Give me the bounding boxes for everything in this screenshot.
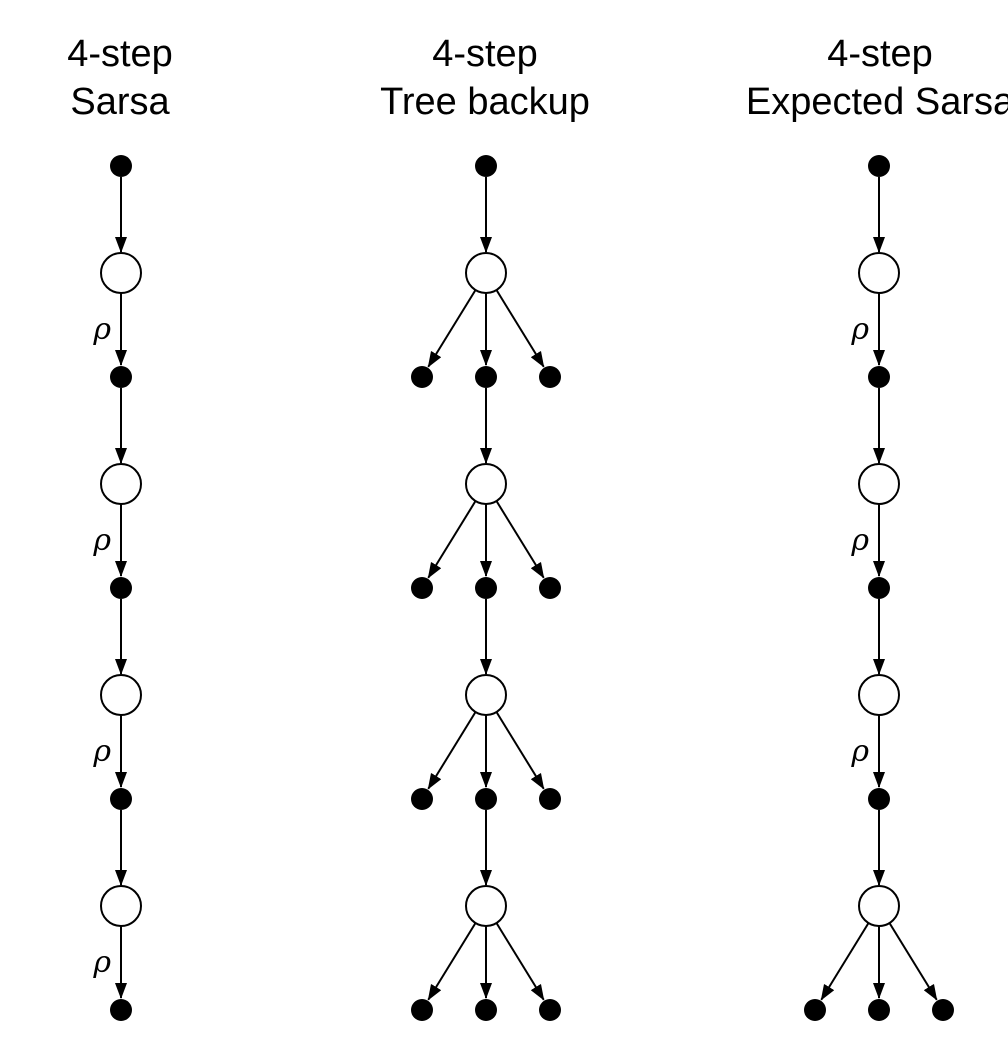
expected-sarsa-state-node-1 — [858, 252, 900, 294]
sarsa-state-node-1 — [100, 252, 142, 294]
column-title-expected-sarsa-line2: Expected Sarsa — [745, 81, 1008, 123]
sarsa-rho-label-2: ρ — [92, 523, 111, 558]
expected-sarsa-action-node-1 — [868, 366, 890, 388]
tree-backup-side-action-right-2 — [539, 577, 561, 599]
sarsa-state-node-2 — [100, 463, 142, 505]
column-title-sarsa: 4-step Sarsa — [20, 30, 220, 126]
sarsa-action-node-4 — [110, 999, 132, 1021]
sarsa-action-node-1 — [110, 366, 132, 388]
tree-backup-edge-state-1-left-action — [427, 289, 477, 368]
expected-sarsa-side-action-right-4 — [932, 999, 954, 1021]
tree-backup-side-action-right-4 — [539, 999, 561, 1021]
tree-backup-edge-state-3-left-action — [427, 711, 477, 790]
expected-sarsa-state-node-3 — [858, 674, 900, 716]
column-title-sarsa-line1: 4-step — [67, 33, 173, 75]
tree-backup-side-action-left-1 — [411, 366, 433, 388]
expected-sarsa-root-action-node — [868, 155, 890, 177]
tree-backup-edge-state-1-right-action — [495, 289, 545, 368]
tree-backup-state-node-4 — [465, 885, 507, 927]
expected-sarsa-state-node-2 — [858, 463, 900, 505]
sarsa-rho-label-1: ρ — [92, 312, 111, 347]
tree-backup-edge-state-2-left-action — [427, 500, 477, 579]
tree-backup-root-action-node — [475, 155, 497, 177]
tree-backup-state-node-3 — [465, 674, 507, 716]
column-title-tree-backup-line2: Tree backup — [380, 81, 590, 123]
column-title-sarsa-line2: Sarsa — [70, 81, 170, 123]
tree-backup-action-node-3 — [475, 788, 497, 810]
tree-backup-action-node-1 — [475, 366, 497, 388]
expected-sarsa-rho-label-2: ρ — [850, 523, 869, 558]
tree-backup-side-action-right-3 — [539, 788, 561, 810]
tree-backup-side-action-left-3 — [411, 788, 433, 810]
tree-backup-edge-state-3-right-action — [495, 711, 545, 790]
sarsa-rho-label-4: ρ — [92, 945, 111, 980]
tree-backup-side-action-right-1 — [539, 366, 561, 388]
tree-backup-side-action-left-2 — [411, 577, 433, 599]
tree-backup-state-node-2 — [465, 463, 507, 505]
expected-sarsa-rho-label-1: ρ — [850, 312, 869, 347]
sarsa-action-node-2 — [110, 577, 132, 599]
expected-sarsa-action-node-3 — [868, 788, 890, 810]
expected-sarsa-side-action-left-4 — [804, 999, 826, 1021]
expected-sarsa-state-node-4 — [858, 885, 900, 927]
sarsa-action-node-3 — [110, 788, 132, 810]
tree-backup-side-action-left-4 — [411, 999, 433, 1021]
column-title-tree-backup-line1: 4-step — [432, 33, 538, 75]
sarsa-state-node-3 — [100, 674, 142, 716]
expected-sarsa-rho-label-3: ρ — [850, 734, 869, 769]
tree-backup-edge-state-4-right-action — [495, 922, 545, 1001]
expected-sarsa-edge-state-4-left-action — [820, 922, 870, 1001]
tree-backup-edge-state-2-right-action — [495, 500, 545, 579]
tree-backup-action-node-2 — [475, 577, 497, 599]
column-title-expected-sarsa: 4-step Expected Sarsa — [720, 30, 1008, 126]
tree-backup-action-node-4 — [475, 999, 497, 1021]
sarsa-root-action-node — [110, 155, 132, 177]
expected-sarsa-edge-state-4-right-action — [888, 922, 938, 1001]
column-title-tree-backup: 4-step Tree backup — [335, 30, 635, 126]
tree-backup-edge-state-4-left-action — [427, 922, 477, 1001]
expected-sarsa-action-node-4 — [868, 999, 890, 1021]
sarsa-rho-label-3: ρ — [92, 734, 111, 769]
tree-backup-state-node-1 — [465, 252, 507, 294]
expected-sarsa-action-node-2 — [868, 577, 890, 599]
column-title-expected-sarsa-line1: 4-step — [827, 33, 933, 75]
sarsa-state-node-4 — [100, 885, 142, 927]
